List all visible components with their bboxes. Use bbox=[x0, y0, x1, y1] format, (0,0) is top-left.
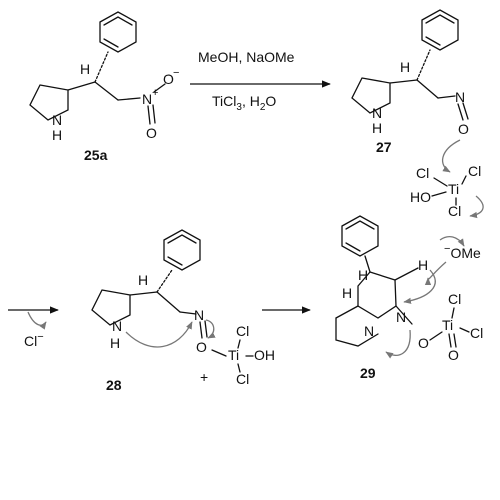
atom-ring-N-28: N bbox=[112, 318, 122, 334]
atom-N-28: N bbox=[194, 307, 204, 323]
atom-H-29-top: H bbox=[358, 267, 368, 283]
atom-Cl-29a: Cl bbox=[448, 291, 461, 307]
compound-label-27: 27 bbox=[376, 139, 392, 155]
atom-N-27: N bbox=[455, 89, 465, 105]
compound-29: N N O H H H 29 bbox=[335, 215, 436, 381]
atom-CH-H-25a: H bbox=[80, 61, 90, 77]
atom-OMe: −OMe bbox=[444, 243, 481, 261]
compound-27: N O N H H 27 bbox=[351, 9, 469, 173]
atom-ring-N-25a: N bbox=[52, 112, 62, 128]
atom-O-29: O bbox=[418, 335, 429, 351]
compound-label-25a: 25a bbox=[84, 147, 108, 163]
atom-Cl-2: Cl bbox=[468, 163, 481, 179]
atom-ring-H-27: H bbox=[372, 120, 382, 136]
atom-O-27: O bbox=[458, 121, 469, 137]
atom-O-28: O bbox=[196, 339, 207, 355]
atom-N1-29: N bbox=[364, 323, 374, 339]
atom-plus-25a: + bbox=[152, 87, 158, 99]
atom-H-29-right: H bbox=[418, 257, 428, 273]
atom-HO-top: HO bbox=[410, 189, 431, 205]
ti-complex-top: Cl Cl Ti HO Cl bbox=[410, 163, 484, 219]
compound-label-29: 29 bbox=[360, 365, 376, 381]
atom-N2-29: N bbox=[396, 309, 406, 325]
ti-complex-28: Cl Ti OH Cl bbox=[211, 323, 275, 387]
atom-Cl-3: Cl bbox=[448, 203, 461, 219]
compound-28: N O + N H H 28 bbox=[91, 229, 216, 393]
atom-Ti-28: Ti bbox=[228, 347, 239, 363]
atom-H-29-left: H bbox=[342, 285, 352, 301]
atom-Ti-top: Ti bbox=[448, 181, 459, 197]
methoxide: −OMe bbox=[424, 235, 481, 286]
atom-OH-28: OH bbox=[254, 347, 275, 363]
ti-complex-29: Cl Ti Cl O bbox=[429, 291, 483, 363]
compound-25a: N + O O − N H H 25a bbox=[29, 11, 179, 163]
atom-Cl-28a: Cl bbox=[236, 323, 249, 339]
atom-ring-N-27: N bbox=[372, 105, 382, 121]
reaction-arrow-2: Cl− bbox=[8, 306, 59, 349]
atom-ring-H-25a: H bbox=[52, 127, 62, 143]
atom-Cl-28b: Cl bbox=[236, 371, 249, 387]
atom-N-25a: N bbox=[142, 91, 152, 107]
atom-CH-H-28: H bbox=[138, 272, 148, 288]
chloride-ion: Cl− bbox=[24, 331, 44, 349]
atom-O-29b: O bbox=[448, 347, 459, 363]
reagent-line-2: TiCl3, H2O bbox=[212, 93, 276, 113]
atom-O-25a-top: O bbox=[163, 71, 174, 87]
reaction-arrow-1: MeOH, NaOMe TiCl3, H2O bbox=[190, 49, 331, 113]
atom-minus-25a: − bbox=[173, 67, 179, 79]
reagent-line-1: MeOH, NaOMe bbox=[198, 49, 295, 65]
atom-O-25a-bottom: O bbox=[146, 125, 157, 141]
atom-ring-H-28: H bbox=[110, 335, 120, 351]
atom-Cl-29b: Cl bbox=[470, 325, 483, 341]
atom-Ti-29: Ti bbox=[442, 317, 453, 333]
atom-CH-H-27: H bbox=[400, 59, 410, 75]
atom-plus-28: + bbox=[200, 369, 208, 385]
compound-label-28: 28 bbox=[106, 377, 122, 393]
atom-Cl-1: Cl bbox=[416, 165, 429, 181]
